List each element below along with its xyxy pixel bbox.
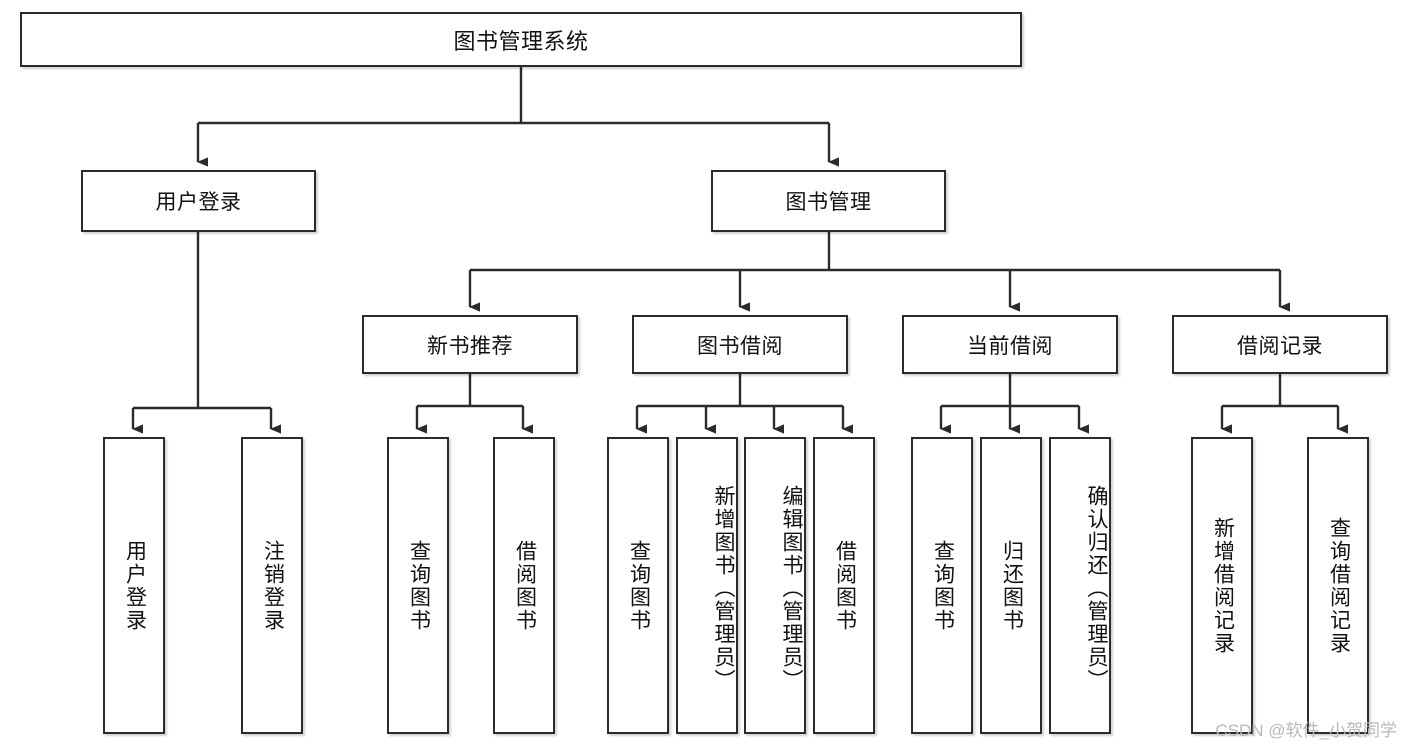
node-label: 查询借阅记录 <box>1327 516 1351 655</box>
leaf-user-login[interactable]: 用户登录 <box>103 437 165 734</box>
node-label: 借阅图书 <box>513 539 537 632</box>
node-label: 图书借阅 <box>697 334 783 358</box>
node-label: 查询图书 <box>931 539 955 632</box>
node-user-login[interactable]: 用户登录 <box>81 170 316 232</box>
node-book-management[interactable]: 图书管理 <box>711 170 946 232</box>
leaf-query-books-borrowing[interactable]: 查询图书 <box>607 437 669 734</box>
node-current-borrowing[interactable]: 当前借阅 <box>902 315 1118 374</box>
node-label: 查询图书 <box>627 539 651 632</box>
node-book-borrowing[interactable]: 图书借阅 <box>632 315 848 374</box>
leaf-query-books-recommendation[interactable]: 查询图书 <box>387 437 449 734</box>
node-label: 借阅图书 <box>833 539 857 632</box>
leaf-borrow-books-recommendation[interactable]: 借阅图书 <box>493 437 555 734</box>
node-label: 确认归还（管理员） <box>1085 485 1108 692</box>
csdn-watermark: CSDN @软件_小贺同学 <box>1215 721 1397 740</box>
node-label: 借阅记录 <box>1237 334 1323 358</box>
node-label: 图书管理系统 <box>453 28 589 54</box>
leaf-logout[interactable]: 注销登录 <box>241 437 303 734</box>
leaf-borrow-books-borrowing[interactable]: 借阅图书 <box>813 437 875 734</box>
node-label: 当前借阅 <box>967 334 1053 358</box>
leaf-edit-book-admin[interactable]: 编辑图书（管理员） <box>744 437 806 734</box>
node-label: 新书推荐 <box>427 334 513 358</box>
leaf-query-borrowing-record[interactable]: 查询借阅记录 <box>1307 437 1369 734</box>
leaf-return-books[interactable]: 归还图书 <box>980 437 1042 734</box>
node-label: 新增借阅记录 <box>1211 516 1235 655</box>
node-label: 用户登录 <box>123 539 147 632</box>
node-label: 新增图书（管理员） <box>712 485 735 692</box>
leaf-confirm-return-admin[interactable]: 确认归还（管理员） <box>1049 437 1111 734</box>
node-label: 注销登录 <box>261 539 285 632</box>
node-label: 归还图书 <box>1000 539 1024 632</box>
node-label: 编辑图书（管理员） <box>780 485 803 692</box>
leaf-add-book-admin[interactable]: 新增图书（管理员） <box>676 437 738 734</box>
node-root-book-management-system[interactable]: 图书管理系统 <box>20 12 1022 67</box>
node-borrowing-records[interactable]: 借阅记录 <box>1172 315 1388 374</box>
node-new-book-recommendation[interactable]: 新书推荐 <box>362 315 578 374</box>
node-label: 用户登录 <box>155 191 242 214</box>
leaf-query-books-current[interactable]: 查询图书 <box>911 437 973 734</box>
node-label: 查询图书 <box>407 539 431 632</box>
node-label: 图书管理 <box>785 191 872 214</box>
leaf-add-borrowing-record[interactable]: 新增借阅记录 <box>1191 437 1253 734</box>
